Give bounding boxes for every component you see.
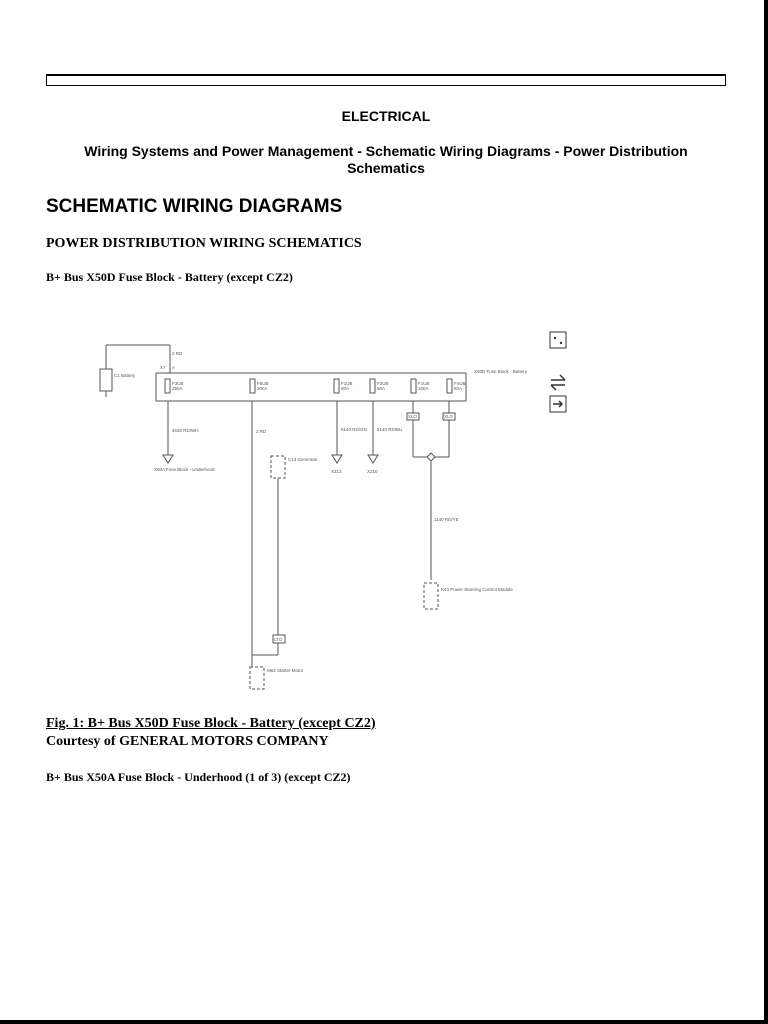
header-rule xyxy=(46,74,726,86)
wire-top-label: 2 RD xyxy=(172,351,183,356)
page-title: SCHEMATIC WIRING DIAGRAMS xyxy=(46,196,343,217)
power-module-label: K43 Power Steering Control Module xyxy=(441,587,513,592)
fuse-3-name: F1UB xyxy=(341,381,353,386)
tag-a-label: XLO xyxy=(408,414,418,419)
starter-label: M64 Starter Motor xyxy=(267,668,304,673)
figure-heading: B+ Bus X50D Fuse Block - Battery (except… xyxy=(46,270,293,284)
wire-4640-label: 4640 RD/WH xyxy=(172,428,199,433)
ltg-tag-label: LTG xyxy=(274,637,283,642)
courtesy-line: Courtesy of GENERAL MOTORS COMPANY xyxy=(46,734,329,749)
side-icons xyxy=(549,331,567,413)
fuse-3-rating: 80A xyxy=(341,386,349,391)
fuse-4-rating: 80A xyxy=(377,386,385,391)
fuse-1-name: F3UB xyxy=(172,381,184,386)
next-figure-heading: B+ Bus X50A Fuse Block - Underhood (1 of… xyxy=(46,770,351,784)
connector-x7-label: X7 xyxy=(160,365,166,370)
figure-caption: Fig. 1: B+ Bus X50D Fuse Block - Battery… xyxy=(46,716,376,731)
section-title: ELECTRICAL xyxy=(341,108,431,124)
x213-label: X213 xyxy=(331,469,342,474)
wiring-schematic: C1 Battery 2 RD X7 A X50D Fuse Block - B… xyxy=(99,344,528,690)
fuse-1-rating: 250A xyxy=(172,386,183,391)
fuse-2-rating: 300A xyxy=(257,386,268,391)
fuse-5-name: F1UB xyxy=(418,381,430,386)
arrow-right-icon[interactable] xyxy=(549,395,567,413)
document-subtitle: Wiring Systems and Power Management - Sc… xyxy=(84,143,688,176)
fuse-block-outline xyxy=(155,372,467,402)
wire-1140-label: 1140 RD/YE xyxy=(434,517,459,522)
legend-icon[interactable] xyxy=(549,331,567,349)
fuse-4-name: F2UB xyxy=(377,381,389,386)
wire-2rd-label: 2 RD xyxy=(256,429,267,434)
fuse-block-label: X50D Fuse Block - Battery xyxy=(474,369,528,374)
pin-a-label: A xyxy=(172,365,175,370)
x210-label: X210 xyxy=(367,469,378,474)
fuse-2-name: F5UB xyxy=(257,381,269,386)
x50a-label: X50A Fuse Block - Underhood xyxy=(154,467,215,472)
fuse-6-name: F4UB xyxy=(454,381,466,386)
subheading: POWER DISTRIBUTION WIRING SCHEMATICS xyxy=(46,236,362,251)
battery-label: C1 Battery xyxy=(114,373,136,378)
fuse-6-rating: 80A xyxy=(454,386,462,391)
wire-5140b-label: 5140 RD/BU xyxy=(377,427,402,432)
fuse-5-rating: 100A xyxy=(418,386,429,391)
tag-b-label: XLO xyxy=(444,414,454,419)
cross-reference-icon[interactable] xyxy=(550,374,566,391)
wire-5140a-label: 5140 RD/GN xyxy=(341,427,367,432)
battery-symbol xyxy=(99,368,113,392)
generator-label: C13 Generator xyxy=(288,457,318,462)
